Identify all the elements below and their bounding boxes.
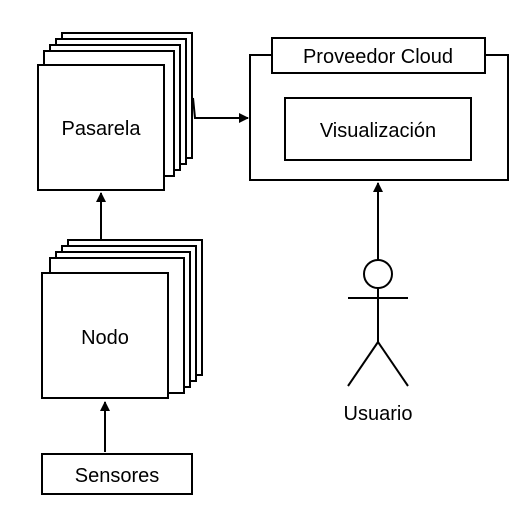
sensores-label: Sensores [75, 465, 160, 487]
actor-head [363, 259, 393, 289]
nodo-box [41, 272, 169, 399]
nodo-label: Nodo [81, 327, 129, 349]
cloud-title-box [271, 37, 486, 74]
visualizacion-box [284, 97, 472, 161]
usuario-label: Usuario [344, 403, 413, 425]
pasarela-stack [37, 32, 193, 191]
pasarela-box [37, 64, 165, 191]
nodo-stack [41, 239, 203, 399]
actor-right-leg [377, 341, 409, 387]
usuario-actor [347, 259, 409, 387]
actor-left-leg [347, 341, 379, 387]
sensores-box [41, 453, 193, 495]
arrow-pasarela-to-cloud [192, 97, 249, 123]
pasarela-label: Pasarela [62, 118, 142, 140]
visualizacion-label: Visualización [320, 120, 436, 142]
cloud-label: Proveedor Cloud [303, 46, 453, 68]
